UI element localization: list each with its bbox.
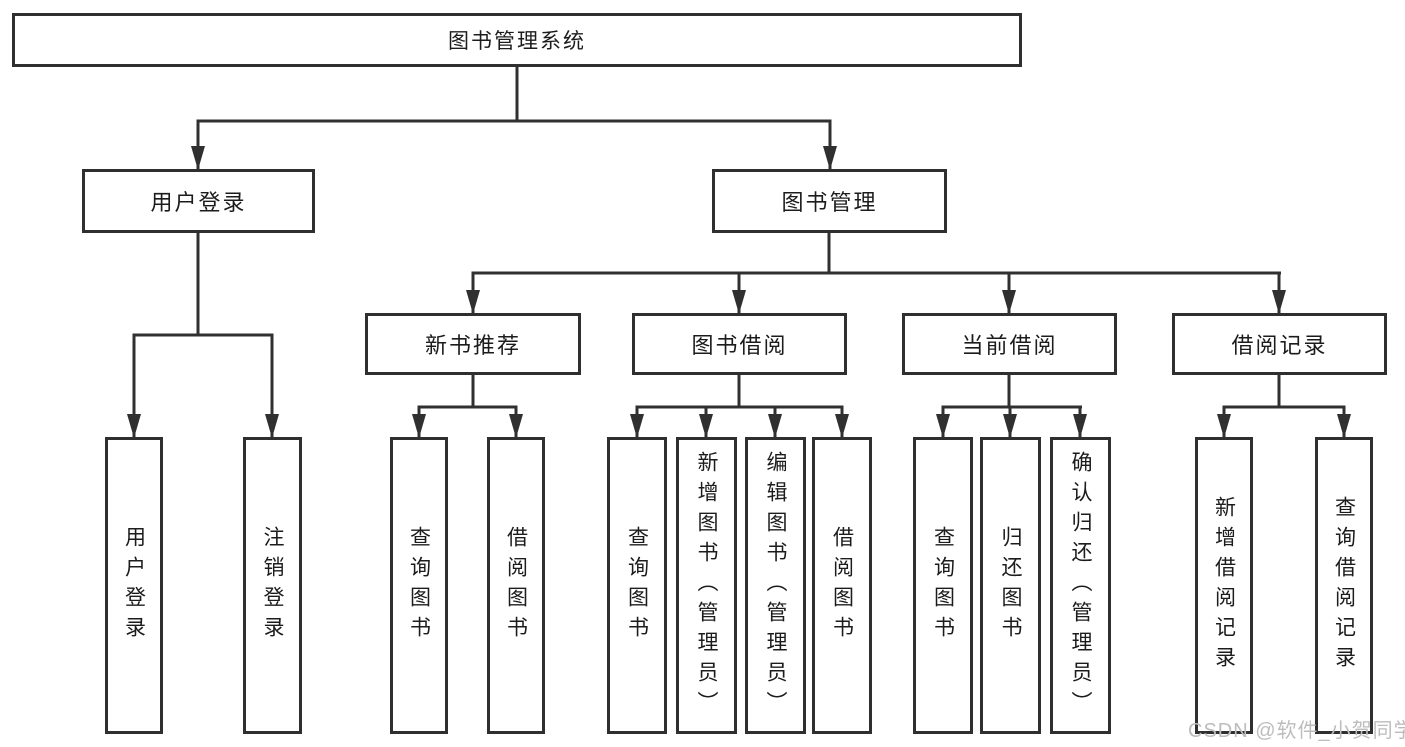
node-borrow-records: 借阅记录 (1172, 313, 1387, 375)
leaf-label: 编辑图书（管理员） (764, 450, 788, 721)
leaf-label: 借阅图书 (504, 525, 528, 646)
leaf-borrow-books: 借阅图书 (812, 437, 872, 734)
leaf-logout: 注销登录 (243, 437, 302, 734)
leaf-label: 查询图书 (407, 525, 431, 646)
leaf-edit-book-admin: 编辑图书（管理员） (745, 437, 806, 734)
node-new-book-recommend: 新书推荐 (365, 313, 581, 375)
leaf-query-books-recommend: 查询图书 (390, 437, 448, 734)
leaf-label: 查询图书 (625, 525, 649, 646)
leaf-label: 归还图书 (999, 525, 1023, 646)
leaf-confirm-return-admin: 确认归还（管理员） (1050, 437, 1111, 734)
node-current-borrow: 当前借阅 (902, 313, 1117, 375)
node-root-library-system: 图书管理系统 (12, 13, 1022, 67)
node-user-login: 用户登录 (82, 169, 315, 233)
leaf-label: 用户登录 (122, 525, 146, 646)
leaf-query-books-borrow: 查询图书 (607, 437, 667, 734)
leaf-query-borrow-record: 查询借阅记录 (1315, 437, 1373, 734)
node-book-management: 图书管理 (712, 169, 947, 233)
leaf-label: 借阅图书 (830, 525, 854, 646)
leaf-label: 新增借阅记录 (1212, 495, 1236, 676)
csdn-watermark: CSDN @软件_小贺同学 (1188, 720, 1405, 742)
leaf-label: 注销登录 (261, 525, 285, 646)
leaf-user-login: 用户登录 (105, 437, 163, 734)
leaf-add-borrow-record: 新增借阅记录 (1195, 437, 1253, 734)
leaf-label: 查询图书 (931, 525, 955, 646)
leaf-borrow-books-recommend: 借阅图书 (487, 437, 545, 734)
leaf-return-book: 归还图书 (980, 437, 1041, 734)
node-book-borrow: 图书借阅 (632, 313, 847, 375)
leaf-query-books-current: 查询图书 (913, 437, 973, 734)
leaf-label: 查询借阅记录 (1332, 495, 1356, 676)
leaf-label: 新增图书（管理员） (695, 450, 719, 721)
leaf-label: 确认归还（管理员） (1069, 450, 1093, 721)
leaf-add-book-admin: 新增图书（管理员） (676, 437, 737, 734)
